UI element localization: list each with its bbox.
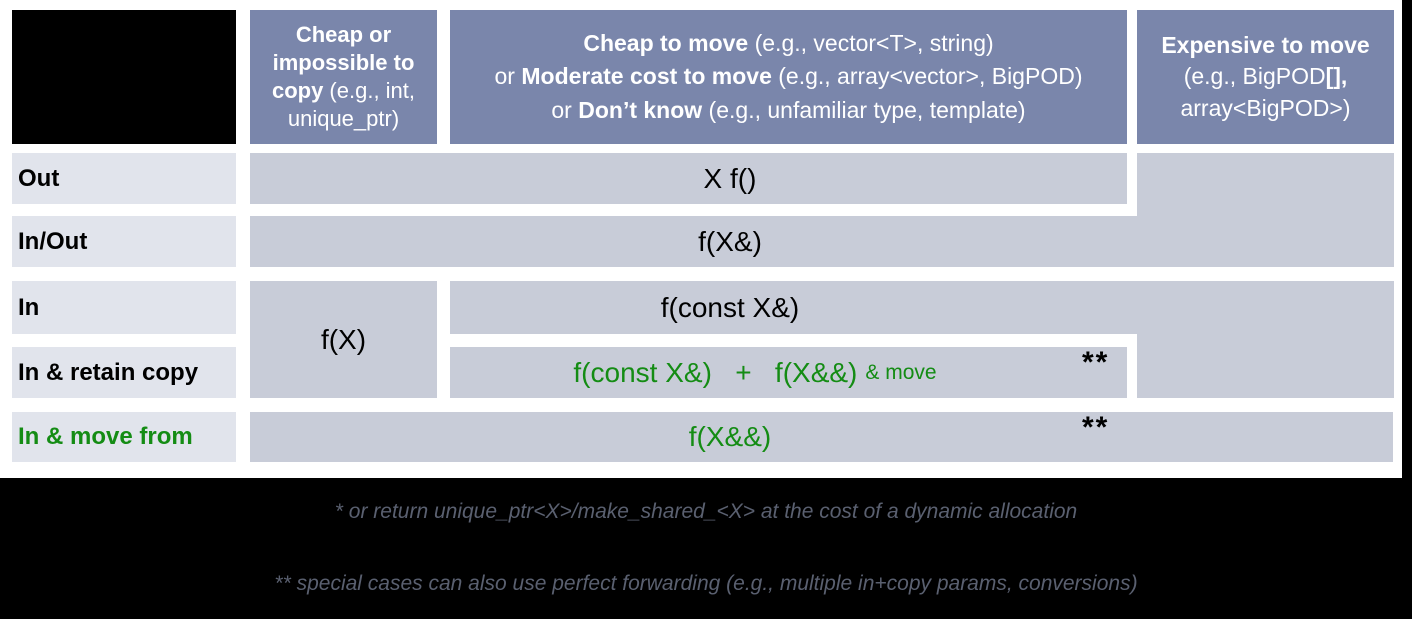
cell-expensive-in-retain-span: [1137, 281, 1394, 398]
row-label-in-move-from: In & move from: [12, 412, 236, 462]
row-label-out: Out: [12, 153, 236, 204]
right-black-strip: [1402, 0, 1412, 619]
header-cheap-or-moderate-move: Cheap to move (e.g., vector<T>, string) …: [450, 10, 1127, 144]
double-asterisk-retain: **: [1082, 346, 1110, 379]
header-cheap-or-impossible-to-copy: Cheap or impossible to copy (e.g., int, …: [250, 10, 437, 144]
cell-move-from: [250, 412, 1393, 462]
header-move-line-1: Cheap to move (e.g., vector<T>, string): [583, 29, 994, 56]
header-expensive-line-3: array<BigPOD>): [1180, 94, 1351, 121]
header-cheap-copy-bold: Cheap or impossible to copy: [271, 21, 415, 103]
row-label-in-retain-copy: In & retain copy: [12, 347, 236, 398]
code-retain-copy: f(const X&) + f(X&&) & move: [250, 347, 1260, 398]
cell-in-byvalue: [250, 281, 437, 398]
cell-inout-row: [250, 216, 1393, 267]
cell-retain-copy: [450, 347, 1127, 398]
cell-out-return-value: [250, 153, 1127, 204]
header-move-line-3: or Don’t know (e.g., unfamiliar type, te…: [551, 96, 1026, 123]
code-out: X f(): [703, 162, 757, 194]
row-label-in-out: In/Out: [12, 216, 236, 267]
row-label-in: In: [12, 281, 236, 334]
code-retain-move-suffix: & move: [865, 360, 937, 384]
header-expensive-to-move: Expensive to move (e.g., BigPOD[], array…: [1137, 10, 1394, 144]
code-inout: f(X&): [698, 225, 762, 257]
header-cheap-copy-rest: (e.g., int, unique_ptr): [287, 78, 416, 132]
corner-black-box: [12, 10, 236, 144]
footer-black-panel: [0, 478, 1412, 619]
code-in-constref: f(const X&): [660, 291, 800, 323]
footnote-perfect-forwarding: ** special cases can also use perfect fo…: [274, 572, 1138, 595]
header-expensive-line-2: (e.g., BigPOD[],: [1183, 63, 1348, 90]
code-move-from: f(X&&): [688, 421, 772, 452]
header-move-line-2: or Moderate cost to move (e.g., array<ve…: [494, 63, 1083, 90]
code-retain-main: f(const X&) + f(X&&): [573, 356, 858, 388]
code-in-byvalue: f(X): [320, 323, 367, 355]
footnote-dynamic-allocation: * or return unique_ptr<X>/make_shared_<X…: [334, 500, 1078, 523]
double-asterisk-move: **: [1082, 411, 1110, 444]
header-expensive-line-1: Expensive to move: [1161, 32, 1370, 59]
